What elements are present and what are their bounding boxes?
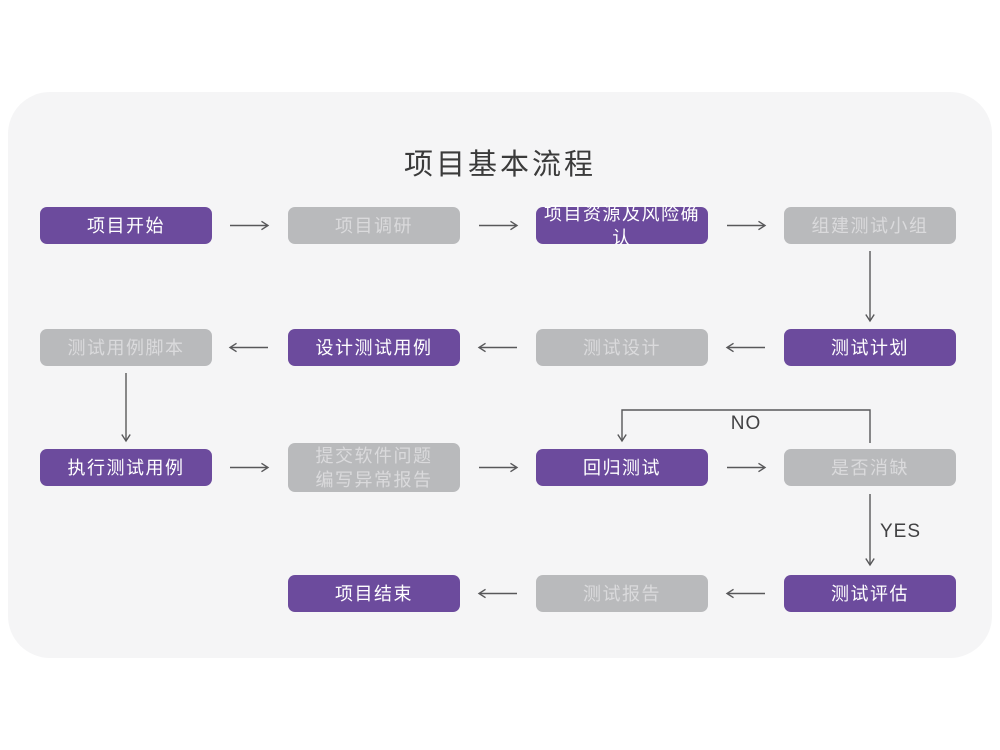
flow-node-design-test-case: 设计测试用例 [288,329,460,366]
flow-node-test-design: 测试设计 [536,329,708,366]
flow-node-test-case-script: 测试用例脚本 [40,329,212,366]
flow-node-project-end: 项目结束 [288,575,460,612]
edge-label-no: NO [730,413,762,434]
flow-node-submit-issue-report: 提交软件问题 编写异常报告 [288,443,460,492]
flow-node-execute-test-case: 执行测试用例 [40,449,212,486]
flow-node-resource-risk: 项目资源及风险确认 [536,204,708,248]
diagram-title: 项目基本流程 [403,149,596,181]
flow-node-build-test-team: 组建测试小组 [784,207,956,244]
flowchart-card [8,92,992,658]
edge-label-yes: YES [880,521,922,542]
flow-node-test-evaluation: 测试评估 [784,575,956,612]
flow-node-test-plan: 测试计划 [784,329,956,366]
flow-node-test-report: 测试报告 [536,575,708,612]
flow-node-project-start: 项目开始 [40,207,212,244]
flow-node-project-research: 项目调研 [288,207,460,244]
flow-node-regression-test: 回归测试 [536,449,708,486]
connector-defect-no-loop [617,409,871,443]
flow-node-defect-cleared: 是否消缺 [784,449,956,486]
